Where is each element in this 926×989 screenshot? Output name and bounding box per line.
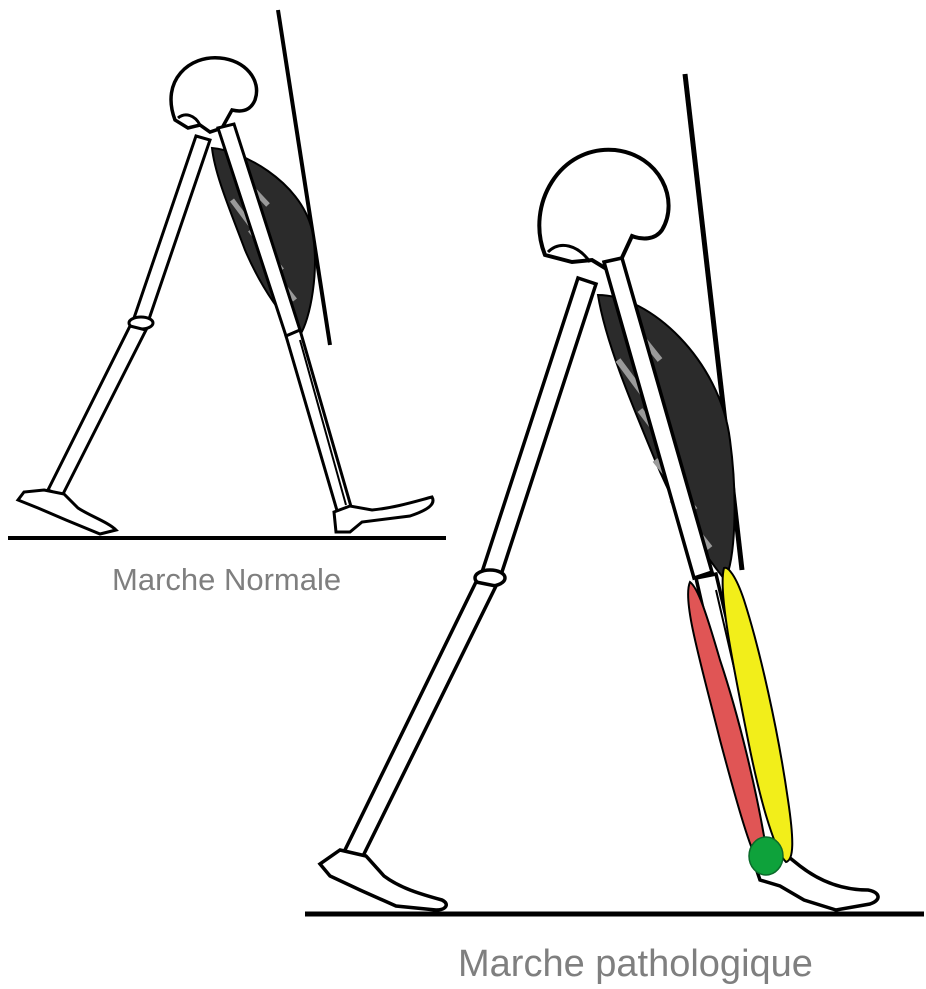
green-joint-marker (749, 837, 783, 875)
normal-gait-caption: Marche Normale (112, 562, 341, 598)
pathologic-pelvis (539, 150, 668, 268)
pathologic-front-foot (320, 850, 446, 910)
pathologic-front-tibia (344, 582, 496, 858)
pathologic-front-femur (482, 278, 596, 578)
pathologic-gait-caption: Marche pathologique (458, 943, 813, 986)
